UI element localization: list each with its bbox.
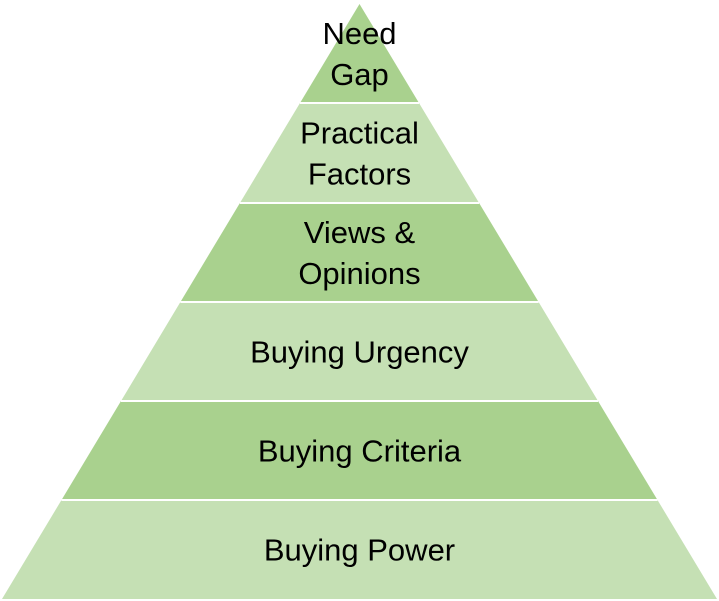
tier-label-3: Views & Opinions [298,215,420,291]
tier-label-6: Buying Power [264,533,455,568]
tier-label-line: Views & [304,215,416,250]
tier-label-line: Buying Urgency [250,335,469,370]
tier-label-line: Need [322,16,396,51]
tier-label-line: Practical [300,116,419,151]
pyramid-tier-5 [61,401,658,500]
tier-label-5: Buying Criteria [258,434,462,469]
pyramid-tier-6 [2,500,717,599]
tier-label-line: Buying Power [264,533,455,568]
tier-label-line: Buying Criteria [258,434,462,469]
pyramid-tier-3 [180,203,539,302]
tier-label-line: Gap [330,57,389,92]
tier-dividers [61,102,658,501]
pyramid-tier-2 [239,103,480,203]
pyramid-tier-1 [300,4,419,103]
pyramid-tiers [2,4,717,599]
tier-label-line: Opinions [298,256,420,291]
tier-label-4: Buying Urgency [250,335,469,370]
pyramid-tier-4 [121,302,598,401]
tier-label-line: Factors [308,157,411,192]
